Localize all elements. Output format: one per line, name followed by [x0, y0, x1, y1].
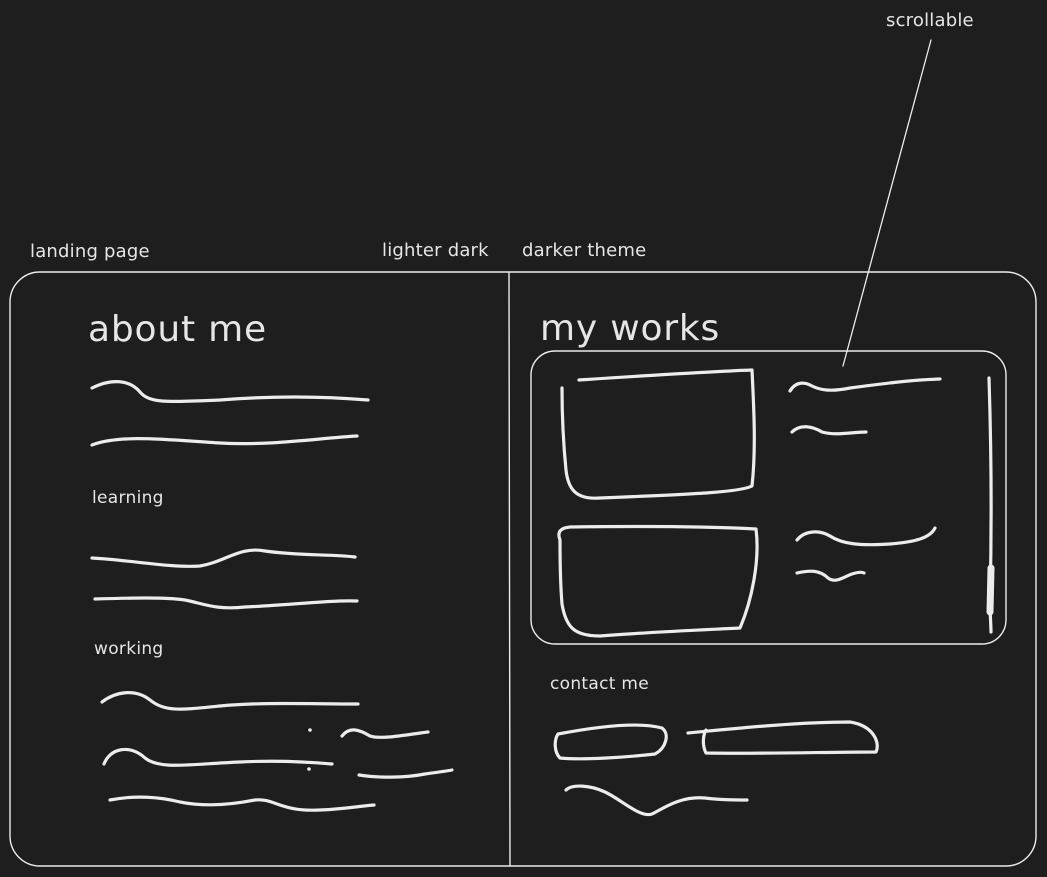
about-me-scribbles — [90, 380, 370, 447]
lighter-dark-label: lighter dark — [382, 240, 489, 261]
work-2-title — [795, 526, 937, 547]
contact-name-field[interactable] — [553, 723, 668, 761]
panel-divider — [508, 272, 511, 867]
scrollable-annotation: scrollable — [886, 10, 974, 31]
work-2-thumbnail[interactable] — [557, 524, 759, 638]
work-item-2[interactable] — [557, 524, 937, 638]
working-scribbles — [100, 691, 454, 812]
work-item-1[interactable] — [560, 368, 942, 500]
works-scrollbar-thumb[interactable] — [986, 564, 995, 616]
work-1-desc — [790, 425, 868, 436]
work-2-desc — [795, 569, 866, 582]
contact-form-scribbles — [553, 720, 879, 817]
contact-me-heading: contact me — [550, 674, 650, 694]
working-heading: working — [94, 639, 164, 659]
working-text-line-3 — [108, 795, 376, 812]
landing-page-label: landing page — [30, 241, 150, 262]
working-dot-1 — [308, 728, 312, 732]
work-1-title — [788, 377, 942, 393]
working-text-line-1 — [100, 691, 360, 711]
working-side-line-2 — [357, 768, 454, 779]
learning-heading: learning — [92, 488, 164, 508]
working-dot-2 — [307, 767, 311, 771]
learning-text-line-1 — [90, 548, 357, 568]
contact-message-scribble — [564, 784, 749, 817]
work-1-thumbnail[interactable] — [560, 368, 756, 500]
about-text-line-2 — [90, 434, 359, 447]
works-scroll-container[interactable] — [530, 350, 1007, 645]
about-text-line-1 — [90, 380, 370, 404]
learning-scribbles — [90, 548, 359, 610]
works-scrollbar-track[interactable] — [987, 376, 993, 634]
working-text-line-2 — [102, 747, 334, 767]
darker-theme-label: darker theme — [522, 240, 647, 261]
learning-text-line-2 — [93, 596, 359, 610]
about-me-heading: about me — [88, 309, 267, 350]
my-works-heading: my works — [540, 308, 721, 349]
landing-page-frame — [9, 271, 1037, 867]
contact-email-field[interactable] — [686, 720, 879, 755]
working-side-line-1 — [340, 728, 430, 739]
scrollable-pointer-line — [842, 39, 932, 367]
